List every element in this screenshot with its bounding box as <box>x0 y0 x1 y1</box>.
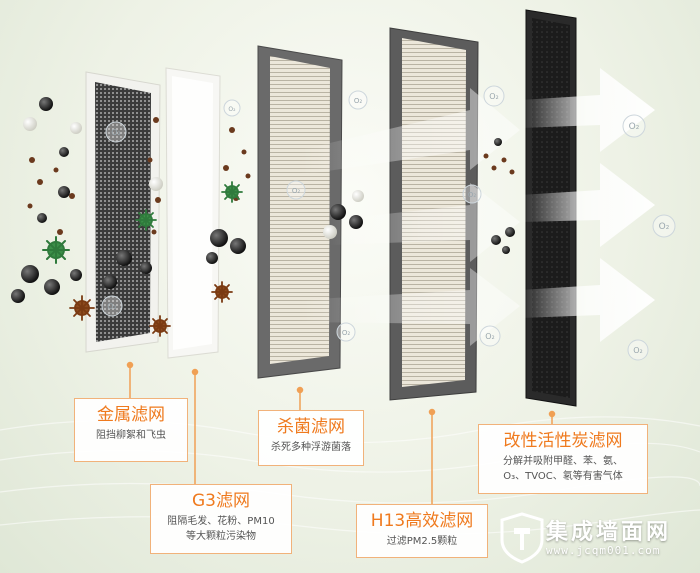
o2-label: O₂ <box>354 97 363 105</box>
o2-bubble: O₂ <box>462 184 482 204</box>
brand-url: www.jcqm001.com <box>546 544 661 557</box>
o2-label: O₂ <box>489 92 499 101</box>
label-desc: O₃、TVOC、氡等有害气体 <box>503 471 623 482</box>
label-metal-filter: 金属滤网 阻挡柳絮和飞虫 <box>74 398 188 462</box>
o2-bubble: O₂ <box>483 85 505 107</box>
o2-label: O₂ <box>485 332 495 341</box>
o2-label: O₂ <box>659 222 670 232</box>
label-h13-filter: H13高效滤网 过滤PM2.5颗粒 <box>356 504 488 558</box>
o2-label: O₂ <box>228 106 236 113</box>
o2-bubble: O₂ <box>652 214 676 238</box>
label-desc: 过滤PM2.5颗粒 <box>386 536 458 547</box>
label-title: 改性活性炭滤网 <box>503 431 623 451</box>
o2-bubble: O₂ <box>223 99 241 117</box>
o2-label: O₂ <box>633 346 643 355</box>
label-title: H13高效滤网 <box>370 511 474 531</box>
o2-bubble: O₂ <box>348 90 368 110</box>
airflow-arrows <box>300 68 655 346</box>
label-desc: 阻挡柳絮和飞虫 <box>96 430 166 441</box>
dust-particles <box>27 117 515 235</box>
o2-label: O₂ <box>342 329 351 337</box>
brand-name: 集成墙面网 <box>546 520 672 545</box>
o2-bubble: O₂ <box>622 114 646 138</box>
o2-bubble: O₂ <box>286 180 306 200</box>
o2-bubbles: O₂ O₂ O₂ O₂ O₂ O₂ O₂ O₂ O₂ O₂ O₂ O₂ <box>101 85 676 361</box>
o2-bubble: O₂ <box>627 339 649 361</box>
label-title: 杀菌滤网 <box>277 417 345 437</box>
label-antibacterial-filter: 杀菌滤网 杀死多种浮游菌落 <box>258 410 364 466</box>
o2-label: O₂ <box>107 302 117 311</box>
o2-label: O₂ <box>629 122 640 132</box>
o2-bubble: O₂ <box>101 295 123 317</box>
label-carbon-filter: 改性活性炭滤网 分解并吸附甲醛、苯、氨、 O₃、TVOC、氡等有害气体 <box>478 424 648 494</box>
o2-label: O₂ <box>468 191 477 199</box>
label-title: G3滤网 <box>192 491 250 511</box>
label-desc: 杀死多种浮游菌落 <box>271 442 351 453</box>
o2-label: O₂ <box>111 128 121 137</box>
brand-watermark: 集成墙面网 www.jcqm001.com <box>498 510 694 566</box>
pollen-bacteria <box>42 181 243 337</box>
g3-filter <box>165 67 221 359</box>
label-desc: 分解并吸附甲醛、苯、氨、 <box>503 456 623 467</box>
antibacterial-filter <box>257 45 343 379</box>
leader-lines <box>126 361 556 504</box>
label-desc: 等大颗粒污染物 <box>186 531 256 542</box>
o2-bubble: O₂ <box>105 121 127 143</box>
white-particles <box>23 117 364 239</box>
o2-bubble: O₂ <box>336 322 356 342</box>
o2-bubble: O₂ <box>479 325 501 347</box>
label-title: 金属滤网 <box>97 405 165 425</box>
pollution-particles <box>11 97 515 303</box>
brand-logo-icon <box>500 512 544 564</box>
label-g3-filter: G3滤网 阻隔毛发、花粉、PM10 等大颗粒污染物 <box>150 484 292 554</box>
o2-label: O₂ <box>292 187 301 195</box>
label-desc: 阻隔毛发、花粉、PM10 <box>167 516 275 527</box>
metal-mesh-filter <box>85 71 161 353</box>
